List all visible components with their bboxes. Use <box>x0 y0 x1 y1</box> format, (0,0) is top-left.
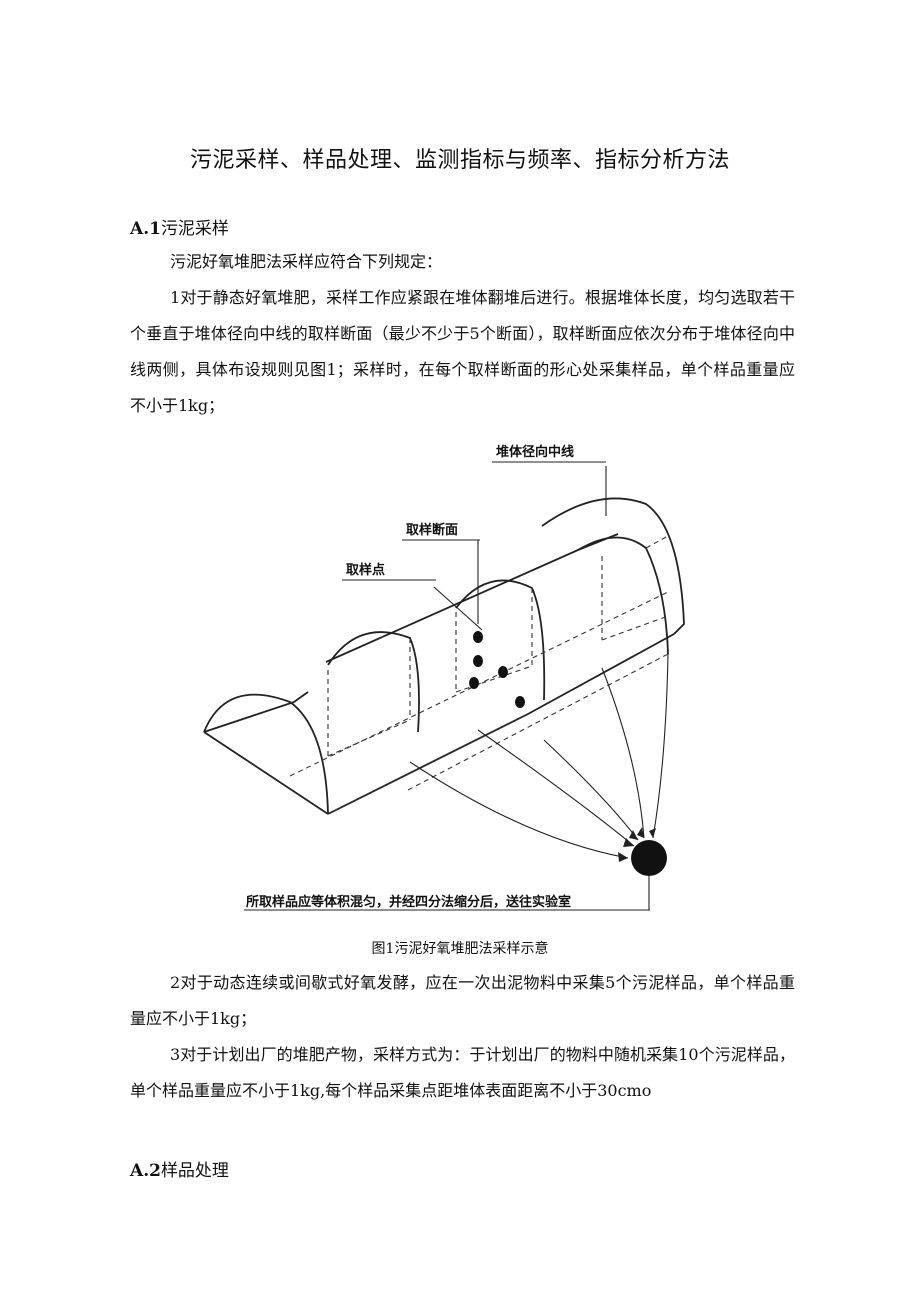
section-title: 污泥采样 <box>160 219 229 239</box>
section-arch-1 <box>327 631 420 733</box>
sample-point <box>498 666 508 678</box>
sample-point <box>473 655 483 667</box>
hidden-lines <box>289 535 669 791</box>
section-heading-a2: A.2样品处理 <box>130 1156 229 1181</box>
label-bottom: 所取样品应等体积混匀，并经四分法缩分后，送往实验室 <box>246 894 571 910</box>
section-number: A.2 <box>130 1161 161 1181</box>
sample-point <box>469 677 479 689</box>
label-centerline: 堆体径向中线 <box>496 444 574 460</box>
item-1-paragraph: 1对于静态好氧堆肥，采样工作应紧跟在堆体翻堆后进行。根据堆体长度，均匀选取若干个… <box>130 288 795 415</box>
section-number: A.1 <box>130 219 161 239</box>
label-section: 取样断面 <box>406 522 458 538</box>
sample-point <box>515 696 525 708</box>
front-arch <box>203 693 329 815</box>
item-3-paragraph: 3对于计划出厂的堆肥产物，采样方式为：于计划出厂的物料中随机采集10个污泥样品，… <box>130 1045 795 1100</box>
section-title: 样品处理 <box>160 1161 229 1181</box>
document-title: 污泥采样、样品处理、监测指标与频率、指标分析方法 <box>189 148 730 173</box>
back-arch <box>541 497 685 635</box>
sample-point <box>473 631 483 643</box>
figure-caption: 图1污泥好氧堆肥法采样示意 <box>371 941 549 957</box>
section-heading-a1: A.1污泥采样 <box>130 214 229 239</box>
section-arch-3 <box>577 536 669 655</box>
sampling-diagram: 堆体径向中线 取样断面 取样点 所取样品应等体积混匀，并经四分法缩分后，送往实验… <box>203 444 685 911</box>
arrow-heads <box>618 827 656 862</box>
item-2-paragraph: 2对于动态连续或间歇式好氧发酵，应在一次出泥物料中采集5个污泥样品，单个样品重量… <box>130 973 795 1028</box>
sampling-points <box>469 631 667 876</box>
arrows <box>409 466 669 910</box>
mixed-sample-point <box>631 840 667 876</box>
compost-pile-outline <box>203 497 685 815</box>
label-point: 取样点 <box>346 562 385 578</box>
intro-paragraph: 污泥好氧堆肥法采样应符合下列规定： <box>170 252 443 271</box>
